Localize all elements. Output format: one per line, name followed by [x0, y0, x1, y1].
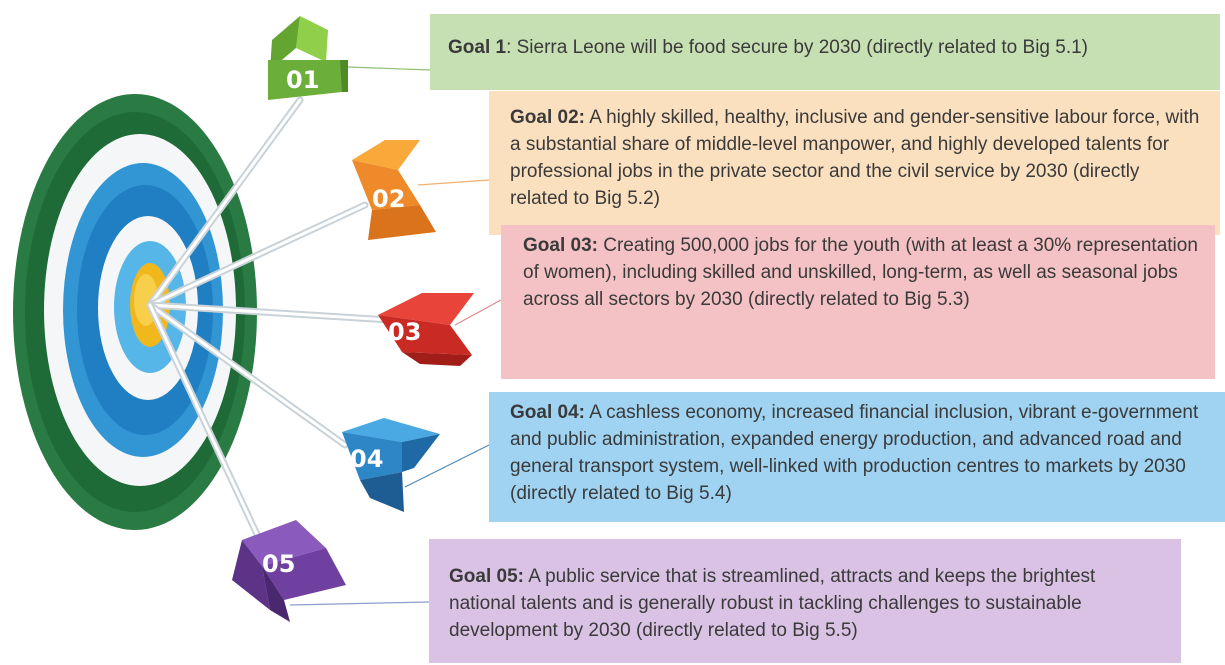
goal-box-1: Goal 1: Sierra Leone will be food secure…: [430, 14, 1220, 90]
marker-label-04: 04: [350, 445, 383, 473]
goal-marker-04: 04: [342, 418, 440, 512]
arrow-shafts: [146, 96, 394, 549]
goal-text-5: A public service that is streamlined, at…: [449, 566, 1096, 641]
goal-box-5: Goal 05: A public service that is stream…: [429, 539, 1181, 663]
goal-box-4: Goal 04: A cashless economy, increased f…: [489, 392, 1225, 522]
connector-2: [417, 179, 490, 186]
connector-3: [454, 299, 502, 326]
goal-marker-02: 02: [352, 140, 436, 240]
goal-marker-03: 03: [378, 293, 474, 366]
goal-title-3: Goal 03:: [523, 235, 598, 256]
connector-lines: [289, 66, 502, 606]
goal-text-2: A highly skilled, healthy, inclusive and…: [510, 107, 1200, 209]
marker-label-02: 02: [372, 185, 405, 213]
connector-1: [347, 66, 431, 71]
goal-text-3: Creating 500,000 jobs for the youth (wit…: [523, 235, 1198, 310]
target-board: [13, 94, 257, 530]
connector-5: [289, 601, 430, 606]
goal-text-1: : Sierra Leone will be food secure by 20…: [506, 37, 1089, 58]
marker-label-05: 05: [262, 550, 295, 578]
marker-label-01: 01: [286, 66, 319, 94]
goal-box-2: Goal 02: A highly skilled, healthy, incl…: [489, 91, 1220, 235]
goal-marker-01: 01: [268, 16, 348, 100]
connector-4: [404, 444, 490, 488]
goal-title-1: Goal 1: [448, 37, 507, 58]
goal-marker-05: 05: [232, 520, 346, 622]
goal-box-3: Goal 03: Creating 500,000 jobs for the y…: [501, 225, 1215, 379]
goal-title-2: Goal 02:: [510, 107, 585, 128]
goal-title-4: Goal 04:: [510, 402, 585, 423]
goal-title-5: Goal 05:: [449, 566, 524, 587]
goal-text-4: A cashless economy, increased financial …: [510, 402, 1199, 504]
marker-label-03: 03: [388, 318, 421, 346]
